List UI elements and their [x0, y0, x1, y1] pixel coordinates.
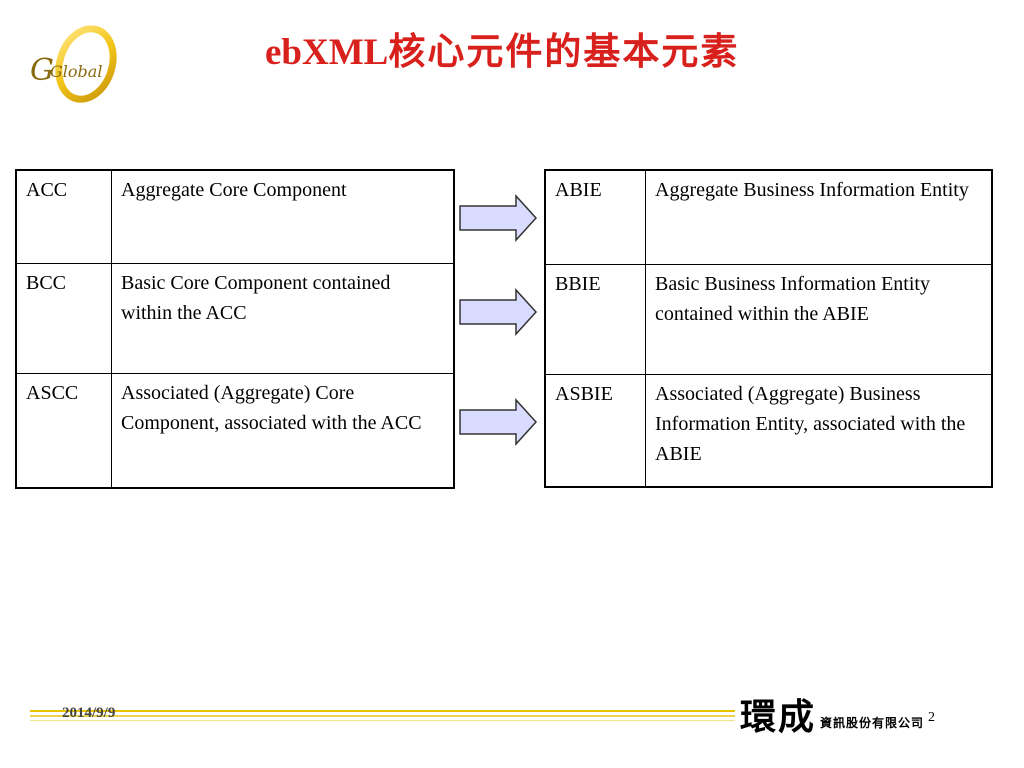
global-logo: G Global — [30, 25, 117, 103]
desc-cell: Basic Core Component contained within th… — [111, 263, 454, 374]
svg-text:G: G — [30, 53, 54, 88]
table-row: ACC Aggregate Core Component — [16, 170, 454, 264]
page-number: 2 — [928, 710, 935, 725]
footer-divider — [30, 720, 735, 721]
right-arrow-icon — [459, 194, 538, 242]
footer-divider — [30, 715, 735, 717]
company-name-sub: 資訊股份有限公司 — [820, 716, 925, 730]
logo-wordmark: Global — [50, 62, 102, 81]
company-name-main: 環成 — [740, 696, 817, 738]
table-row: BCC Basic Core Component contained withi… — [16, 263, 454, 374]
abbr-cell: ACC — [16, 170, 112, 264]
footer-date: 2014/9/9 — [62, 705, 116, 721]
abbr-cell: BBIE — [545, 264, 646, 375]
right-arrow-icon — [459, 398, 538, 446]
table-row: ASCC Associated (Aggregate) Core Compone… — [16, 373, 454, 488]
table-row: ABIE Aggregate Business Information Enti… — [545, 170, 992, 265]
core-component-table: ACC Aggregate Core Component BCC Basic C… — [15, 169, 455, 489]
title-cjk: 核心元件的基本元素 — [388, 30, 740, 73]
title-latin: ebXML — [265, 32, 389, 73]
right-arrow-icon — [459, 288, 538, 336]
desc-cell: Associated (Aggregate) Business Informat… — [645, 374, 992, 487]
abbr-cell: ABIE — [545, 170, 646, 265]
table-row: ASBIE Associated (Aggregate) Business In… — [545, 374, 992, 487]
abbr-cell: ASBIE — [545, 374, 646, 487]
desc-cell: Aggregate Core Component — [111, 170, 454, 264]
company-name: 環成資訊股份有限公司 — [740, 688, 924, 740]
desc-cell: Aggregate Business Information Entity — [645, 170, 992, 265]
table-row: BBIE Basic Business Information Entity c… — [545, 264, 992, 375]
desc-cell: Associated (Aggregate) Core Component, a… — [111, 373, 454, 488]
abbr-cell: ASCC — [16, 373, 112, 488]
abbr-cell: BCC — [16, 263, 112, 374]
slide-title: ebXML核心元件的基本元素 — [265, 28, 739, 77]
footer-divider — [30, 710, 735, 712]
desc-cell: Basic Business Information Entity contai… — [645, 264, 992, 375]
business-information-entity-table: ABIE Aggregate Business Information Enti… — [544, 169, 993, 488]
